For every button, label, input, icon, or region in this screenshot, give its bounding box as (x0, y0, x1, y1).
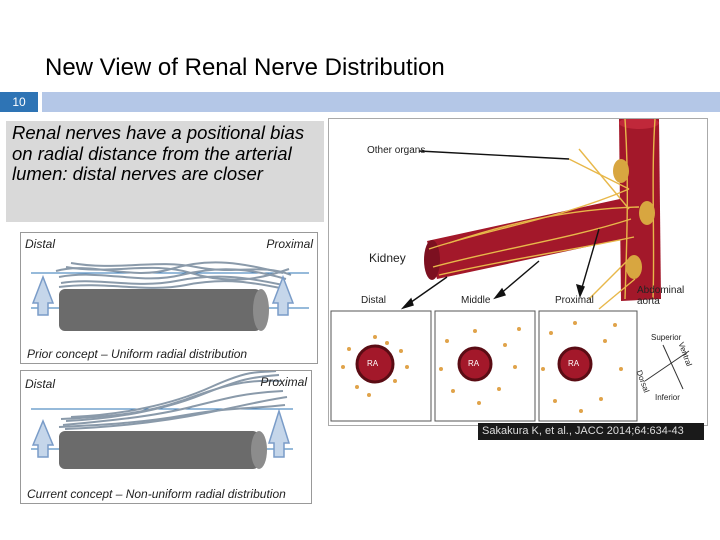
label-abdominal-aorta: Abdominal aorta (637, 285, 685, 307)
prior-distal-label: Distal (25, 237, 56, 251)
label-ra-distal: RA (367, 359, 379, 368)
current-concept-panel: Distal Proximal Current concept – Non-un… (20, 370, 312, 504)
label-ra-middle: RA (468, 359, 480, 368)
label-inferior: Inferior (655, 393, 680, 402)
current-distal-label: Distal (25, 377, 56, 391)
current-proximal-label: Proximal (260, 375, 307, 389)
title-bar (42, 92, 720, 112)
prior-concept-panel: Distal Proximal Prior concept – Uniform … (20, 232, 318, 364)
label-distal: Distal (361, 295, 387, 306)
label-middle: Middle (461, 295, 491, 306)
label-proximal: Proximal (555, 295, 594, 306)
slide-number: 10 (0, 92, 38, 112)
prior-concept-illustration (31, 261, 309, 331)
label-other-organs: Other organs (367, 145, 426, 156)
page-title: New View of Renal Nerve Distribution (45, 54, 445, 81)
label-ra-proximal: RA (568, 359, 580, 368)
bullet-text: Renal nerves have a positional bias on r… (12, 122, 305, 184)
prior-proximal-label: Proximal (266, 237, 313, 251)
label-kidney: Kidney (369, 251, 406, 265)
citation: Sakakura K, et al., JACC 2014;64:634-43 (478, 423, 704, 440)
prior-caption: Prior concept – Uniform radial distribut… (27, 347, 248, 361)
current-concept-illustration (31, 370, 293, 469)
current-caption: Current concept – Non-uniform radial dis… (27, 487, 286, 501)
renal-nerve-figure: Other organs Kidney Distal Middle Proxim… (328, 117, 708, 426)
bullet-highlight (6, 121, 324, 222)
label-superior: Superior (651, 333, 682, 342)
anatomy-illustration (330, 117, 690, 422)
